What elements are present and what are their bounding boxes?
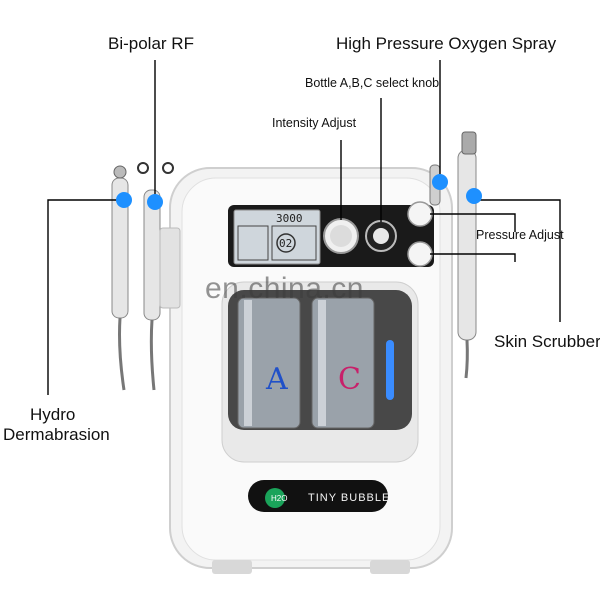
lcd-screen xyxy=(233,209,321,265)
bottle-c xyxy=(311,297,375,429)
callout-lines xyxy=(47,60,561,395)
h2o-logo-icon xyxy=(265,488,285,508)
marker-rf xyxy=(147,194,163,210)
lcd-small-value: 02 xyxy=(279,237,293,250)
marker-hydro xyxy=(116,192,132,208)
marker-oxygen xyxy=(432,174,448,190)
left-holder xyxy=(159,227,181,309)
bottle-a xyxy=(237,297,301,429)
marker-scrubber xyxy=(466,188,482,204)
label-intensity: Intensity Adjust xyxy=(272,116,357,130)
bottle-c-label: C xyxy=(338,362,361,397)
brand-name: TINY BUBBLE xyxy=(308,492,391,504)
label-bottle-knob: Bottle A,B,C select knob xyxy=(305,76,440,90)
level-indicator xyxy=(386,340,394,400)
scrubber-handpiece xyxy=(457,149,477,341)
label-bipolar-rf: Bi-polar RF xyxy=(108,34,194,53)
label-hydro: Hydro xyxy=(30,405,76,424)
device-foot-right xyxy=(370,560,410,574)
watermark: en.china.cn xyxy=(205,272,364,305)
device-foot-left xyxy=(212,560,252,574)
label-pressure: Pressure Adjust xyxy=(476,228,564,242)
label-oxygen-spray: High Pressure Oxygen Spray xyxy=(336,34,557,53)
label-skin-scrubber: Skin Scrubber xyxy=(494,332,600,351)
bottle-a-label: A xyxy=(266,362,288,397)
pressure-gauge-top xyxy=(407,201,433,227)
label-dermabrasion: Dermabrasion xyxy=(3,425,110,444)
h2o-logo-text: H2O xyxy=(271,494,288,503)
pressure-gauge-bottom xyxy=(407,241,433,267)
lcd-value: 3000 xyxy=(276,212,303,225)
